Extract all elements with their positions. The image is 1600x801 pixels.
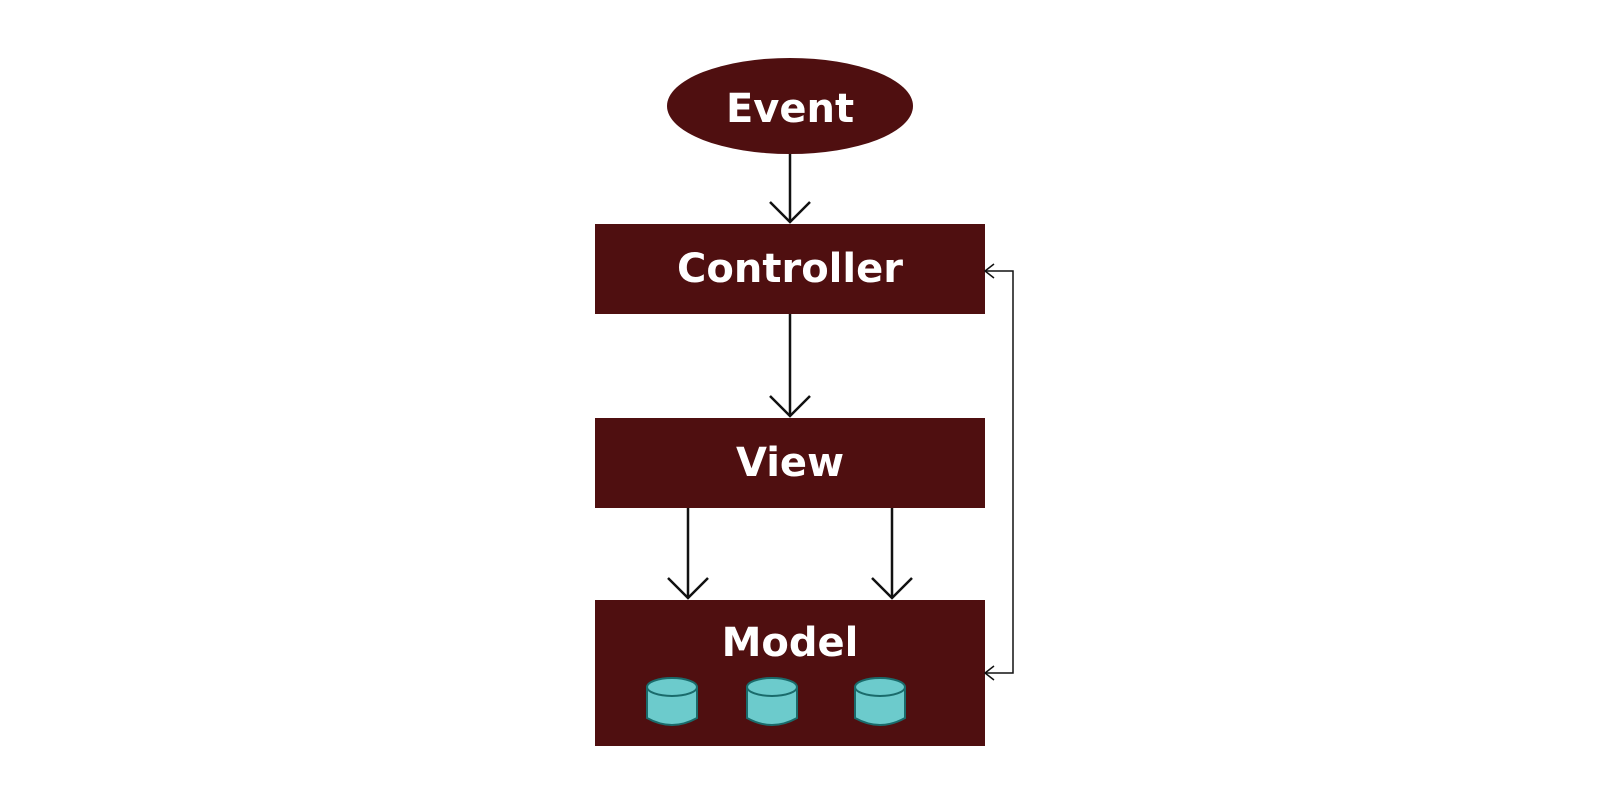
arrow-controller-to-view <box>769 314 811 418</box>
view-node: View <box>595 418 985 508</box>
database-icon <box>854 677 906 726</box>
database-icon <box>746 677 798 726</box>
arrow-event-to-controller <box>769 154 811 224</box>
arrow-view-to-model-right <box>871 508 913 600</box>
event-node: Event <box>667 58 913 154</box>
model-label: Model <box>722 620 859 666</box>
model-node: Model <box>595 600 985 746</box>
view-label: View <box>736 440 844 486</box>
database-icon <box>646 677 698 726</box>
arrow-model-to-controller <box>983 263 1014 681</box>
arrow-view-to-model-left <box>667 508 709 600</box>
controller-label: Controller <box>677 246 903 292</box>
event-label: Event <box>726 86 854 132</box>
controller-node: Controller <box>595 224 985 314</box>
